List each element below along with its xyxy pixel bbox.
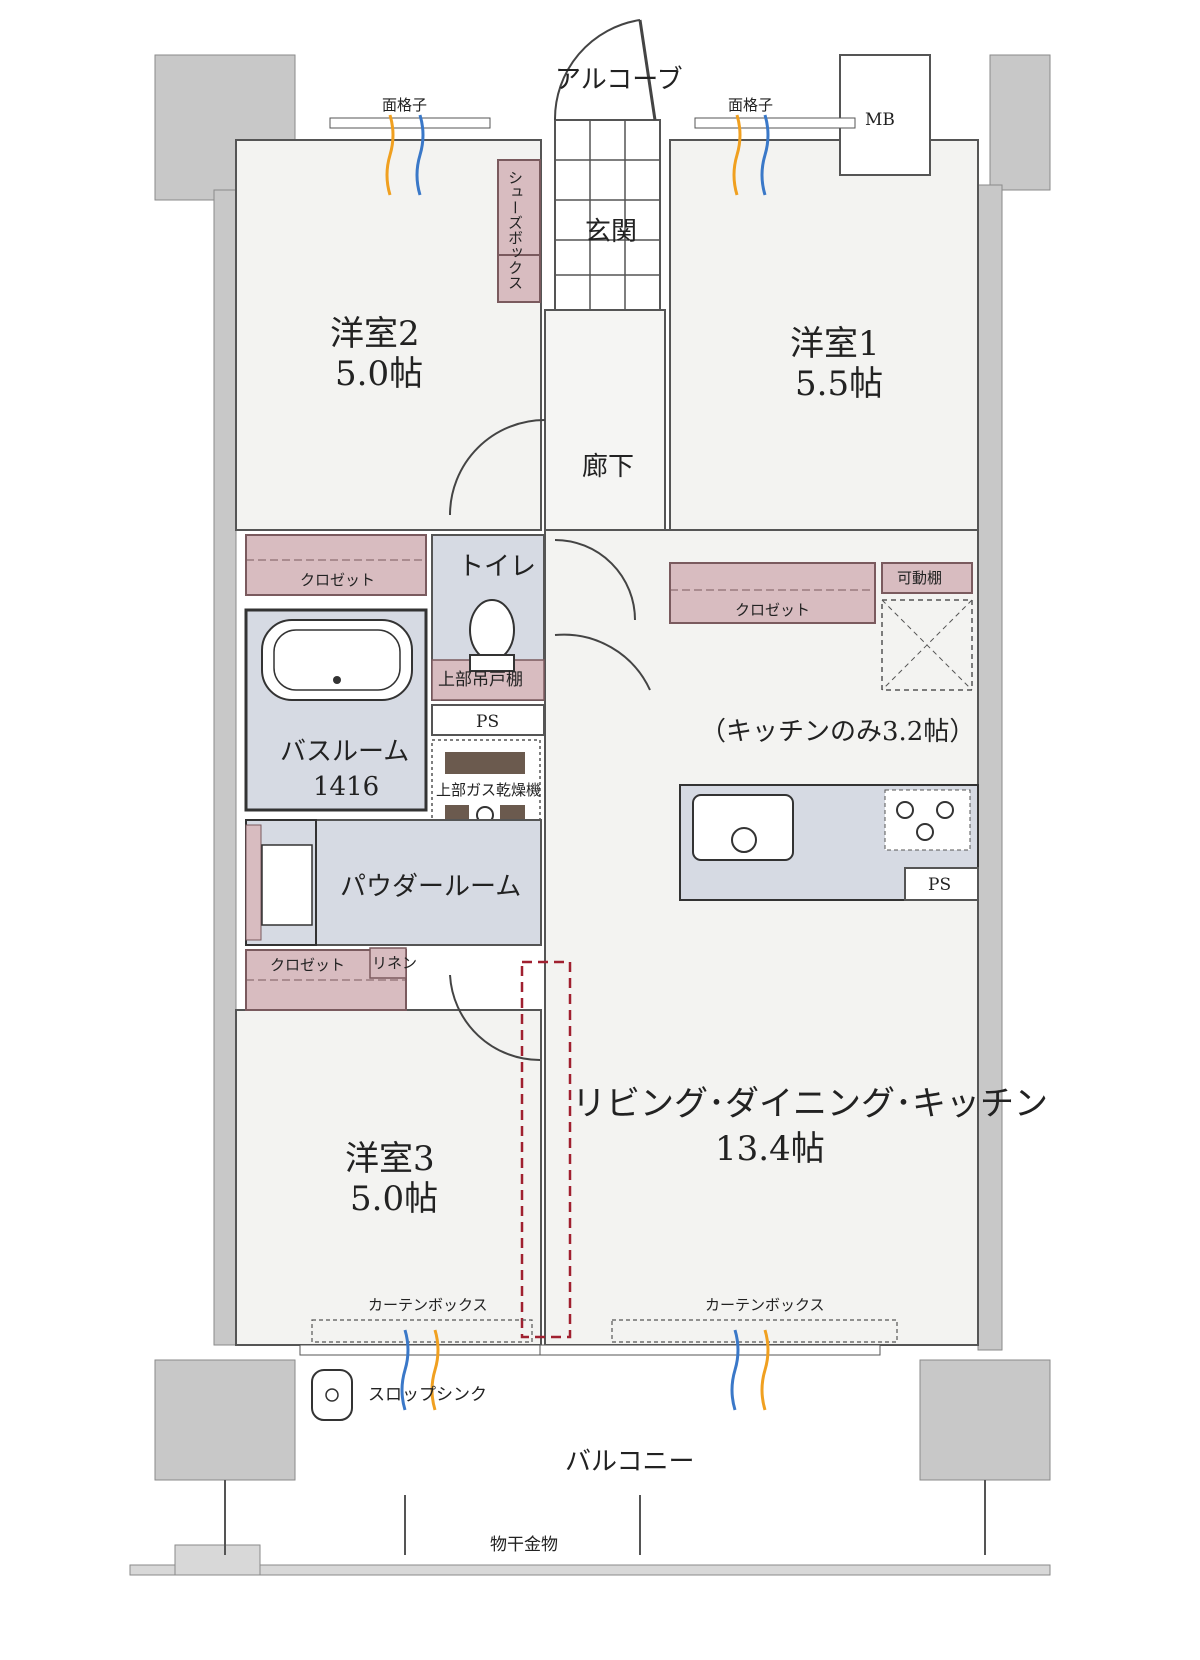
column-top-right <box>989 54 1051 191</box>
closet-room2-label: クロゼット <box>300 571 375 589</box>
kitchen-only-label: （キッチンのみ3.2帖） <box>700 717 975 747</box>
linen-closet <box>369 947 407 979</box>
wall-right <box>977 184 1003 1351</box>
ldk-size: 13.4帖 <box>715 1129 825 1169</box>
curtain-box-right <box>611 1319 898 1343</box>
fire-marker-room1 <box>732 114 742 196</box>
floor-ldk <box>544 529 979 1346</box>
bathroom-label: バスルーム <box>280 737 409 767</box>
fire-marker-room2 <box>385 114 395 196</box>
toilet-tank <box>469 654 515 672</box>
lattice-right-label: 面格子 <box>728 96 773 114</box>
entrance-door-swing <box>553 19 641 121</box>
closet-room1-label: クロゼット <box>735 601 810 619</box>
closet-room2 <box>245 534 427 596</box>
shoebox <box>497 159 541 303</box>
meter-box <box>839 54 931 176</box>
closet-room3-label: クロゼット <box>270 956 345 974</box>
sliding-partition <box>520 960 572 1339</box>
air-marker-ldk <box>730 1329 740 1411</box>
room3-door-swing <box>449 974 541 1062</box>
fire-marker-ldk <box>760 1329 770 1411</box>
bathroom-area <box>244 608 541 846</box>
window-room1 <box>694 117 856 129</box>
dryer-label: 上部ガス乾燥機 <box>436 781 541 799</box>
floor-hall <box>544 309 666 531</box>
top-windows <box>329 117 856 129</box>
air-marker-room3 <box>400 1329 410 1411</box>
room1-name: 洋室1 <box>790 324 880 364</box>
curtain-right-label: カーテンボックス <box>705 1296 825 1314</box>
entrance-tiles <box>555 120 660 310</box>
powder-door-swing <box>554 633 651 691</box>
fire-marker-room3 <box>430 1329 440 1411</box>
mb-label: MB <box>865 110 895 130</box>
room3-name: 洋室3 <box>345 1139 435 1179</box>
movable-shelf-label: 可動棚 <box>897 569 942 587</box>
toilet-label: トイレ <box>458 552 536 582</box>
shoebox-label: シューズボックス <box>506 170 524 290</box>
hallway-label: 廊下 <box>582 452 634 482</box>
room1-size: 5.5帖 <box>795 364 883 404</box>
floor-room2 <box>235 139 542 531</box>
air-marker-room1 <box>760 114 770 196</box>
kitchen-area <box>679 784 979 901</box>
ldk-name: リビング･ダイニング･キッチン <box>572 1084 1048 1124</box>
floor-room1 <box>669 139 979 531</box>
labels: アルコーブ 面格子 面格子 MB シューズボックス 玄関 洋室2 5.0帖 洋室… <box>270 65 1048 1555</box>
toilet-area <box>431 534 636 736</box>
window-ldk <box>539 1344 881 1356</box>
movable-shelf <box>881 562 973 594</box>
column-bottom-left <box>154 1359 296 1481</box>
drying-hardware-label: 物干金物 <box>490 1535 558 1555</box>
balcony-rail-post <box>174 1544 261 1576</box>
dryer-vent-top <box>445 752 525 774</box>
vanity-counter <box>245 824 262 941</box>
washer-pan <box>261 844 313 926</box>
room2-name: 洋室2 <box>330 314 420 354</box>
room2-door-swing <box>449 419 546 516</box>
window-room2 <box>329 117 491 129</box>
slop-sink-label: スロップシンク <box>368 1385 487 1405</box>
storage-dashed <box>881 599 973 691</box>
linen-label: リネン <box>372 954 417 972</box>
bath-size-label: 1416 <box>313 772 379 802</box>
slop-sink-basin <box>311 1369 353 1421</box>
toilet-cabinet-label: 上部吊戸棚 <box>438 670 523 690</box>
wall-left <box>213 189 237 1346</box>
window-room3 <box>299 1344 541 1356</box>
ps-kitchen-label: PS <box>928 875 951 895</box>
toilet-bowl <box>469 599 515 661</box>
entrance-floor <box>554 119 661 311</box>
entrance-label: 玄関 <box>585 217 637 247</box>
powder-room-area <box>245 819 542 946</box>
room3-size: 5.0帖 <box>350 1179 438 1219</box>
balcony-label: バルコニー <box>565 1447 694 1477</box>
entrance-area <box>497 19 931 311</box>
ps-upper-box <box>431 704 545 736</box>
toilet-door-swing <box>554 539 636 621</box>
drying-posts <box>224 1480 986 1555</box>
kitchen-stove <box>884 789 971 851</box>
column-bottom-right <box>919 1359 1051 1481</box>
floors <box>235 139 979 1346</box>
bathtub-inner <box>273 629 401 691</box>
room2-size: 5.0帖 <box>335 354 423 394</box>
interior-doors <box>449 419 651 1062</box>
curtain-left-label: カーテンボックス <box>368 1296 488 1314</box>
air-marker-room2 <box>415 114 425 196</box>
ps-kitchen-box <box>904 867 979 901</box>
powder-room-label: パウダールーム <box>340 872 521 902</box>
ps-upper-label: PS <box>476 712 499 732</box>
closet-room1 <box>669 562 876 624</box>
alcove-label: アルコーブ <box>555 65 683 95</box>
vent-markers <box>385 114 770 1411</box>
floor-room3 <box>235 1009 542 1346</box>
curtain-box-left <box>311 1319 533 1343</box>
balcony-rail <box>129 1564 1051 1576</box>
lattice-left-label: 面格子 <box>382 96 427 114</box>
